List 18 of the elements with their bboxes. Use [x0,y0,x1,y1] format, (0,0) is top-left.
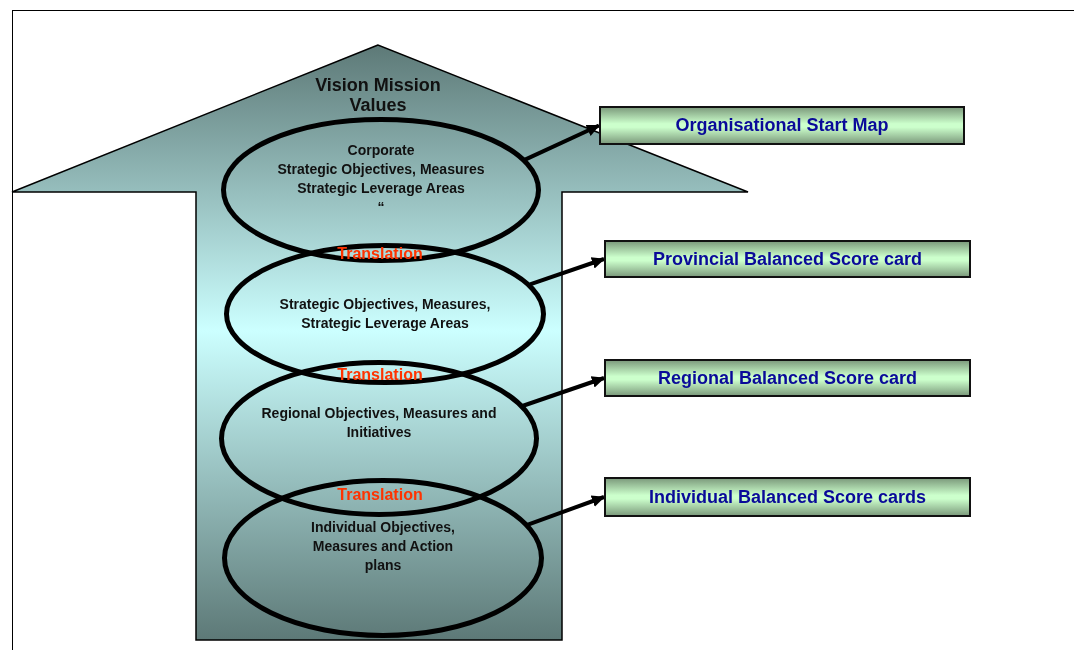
ellipse-text: Strategic Objectives, Measures Strategic Leverage Areas [276,160,486,198]
translation-label: Translation [337,366,423,384]
arrow-heading: Vision Mission Values [314,75,442,115]
arrow [522,376,605,408]
scorecard-banner: Individual Balanced Score cards [604,477,971,517]
arrow [529,257,605,287]
translation-label: Translation [337,245,423,263]
arrow [524,123,600,162]
ellipse-text: “ [376,198,386,217]
ellipse-text: Strategic Objectives, Measures, Strategic Leverage Areas [278,295,492,333]
ellipse-text: Corporate [346,141,416,160]
scorecard-banner: Organisational Start Map [599,106,965,145]
arrow [527,495,605,527]
scorecard-banner: Provincial Balanced Score card [604,240,971,278]
translation-label: Translation [337,486,423,504]
ellipse-text: Regional Objectives, Measures and Initiatives [260,404,498,442]
ellipse-text: Individual Objectives, Measures and Action plans [310,518,456,575]
scorecard-banner: Regional Balanced Score card [604,359,971,397]
